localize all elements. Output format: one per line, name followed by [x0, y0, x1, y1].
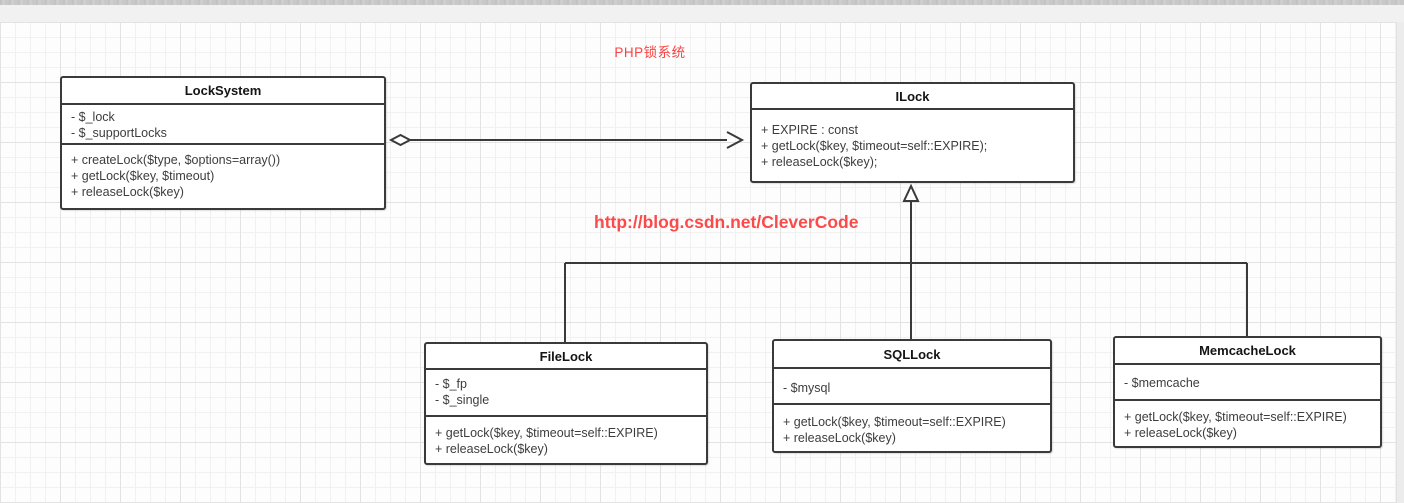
attributes-section: - $mysql: [774, 367, 1050, 403]
attribute-line: - $_supportLocks: [71, 126, 167, 140]
method-line: + releaseLock($key): [435, 442, 548, 456]
member-line: + getLock($key, $timeout=self::EXPIRE);: [761, 139, 988, 153]
class-name-sqllock: SQLLock: [883, 346, 941, 362]
class-box-filelock[interactable]: FileLock - $_fp - $_single + getLock($ke…: [424, 342, 708, 465]
diagram-title: PHP锁系统: [614, 45, 686, 60]
attribute-line: - $_single: [435, 393, 490, 407]
method-line: + releaseLock($key): [71, 185, 184, 199]
method-line: + createLock($type, $options=array()): [71, 153, 281, 167]
method-line: + getLock($key, $timeout=self::EXPIRE): [1124, 410, 1347, 424]
methods-section: + getLock($key, $timeout=self::EXPIRE) +…: [774, 403, 1050, 451]
window-top-edge: [0, 0, 1404, 5]
watermark-link-text: http://blog.csdn.net/CleverCode: [594, 212, 859, 232]
attribute-line: - $_lock: [71, 110, 115, 124]
attribute-line: - $memcache: [1124, 376, 1200, 390]
class-name-ilock: ILock: [895, 88, 930, 104]
method-line: + getLock($key, $timeout=self::EXPIRE): [435, 426, 658, 440]
attributes-section: - $memcache: [1115, 363, 1380, 399]
method-line: + releaseLock($key): [783, 431, 896, 445]
class-name-memcachelock: MemcacheLock: [1199, 343, 1296, 358]
method-line: + releaseLock($key): [1124, 426, 1237, 440]
class-name-filelock: FileLock: [539, 348, 593, 364]
method-line: + getLock($key, $timeout=self::EXPIRE): [783, 415, 1006, 429]
methods-section: + getLock($key, $timeout=self::EXPIRE) +…: [426, 415, 706, 463]
class-box-locksystem[interactable]: LockSystem - $_lock - $_supportLocks + c…: [60, 76, 386, 210]
members-section: + EXPIRE : const + getLock($key, $timeou…: [752, 108, 1073, 181]
attribute-line: - $mysql: [783, 381, 831, 395]
methods-section: + createLock($type, $options=array()) + …: [62, 143, 384, 208]
attributes-section: - $_fp - $_single: [426, 368, 706, 415]
member-line: + releaseLock($key);: [761, 155, 878, 169]
class-box-sqllock[interactable]: SQLLock - $mysql + getLock($key, $timeou…: [772, 339, 1052, 453]
methods-section: + getLock($key, $timeout=self::EXPIRE) +…: [1115, 399, 1380, 446]
class-box-ilock[interactable]: ILock + EXPIRE : const + getLock($key, $…: [750, 82, 1075, 183]
attributes-section: - $_lock - $_supportLocks: [62, 103, 384, 143]
attribute-line: - $_fp: [435, 377, 467, 391]
toolbar-strip: [0, 5, 1404, 22]
class-box-memcachelock[interactable]: MemcacheLock - $memcache + getLock($key,…: [1113, 336, 1382, 448]
method-line: + getLock($key, $timeout): [71, 169, 215, 183]
right-scrollbar[interactable]: [1396, 22, 1404, 503]
member-line: + EXPIRE : const: [761, 123, 858, 137]
class-name-locksystem: LockSystem: [184, 83, 262, 98]
